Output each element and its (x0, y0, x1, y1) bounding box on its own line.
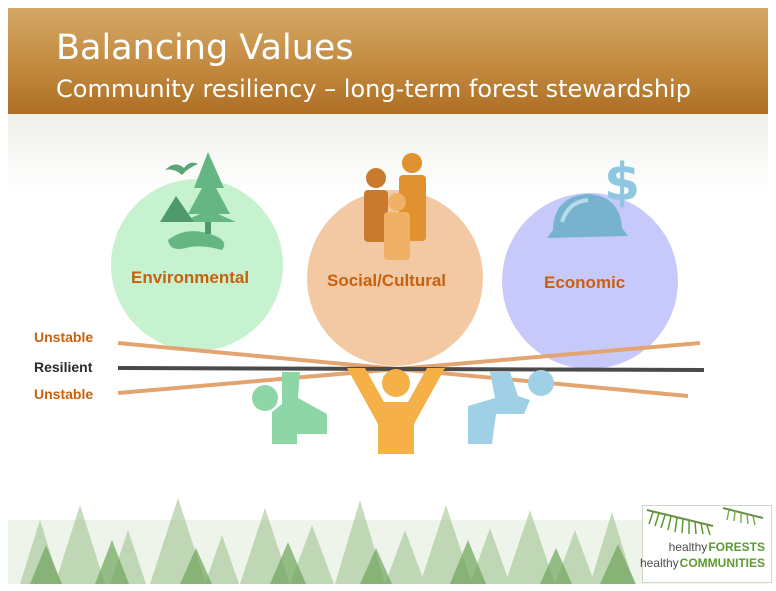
resilient-line (117, 366, 705, 372)
resilient-label: Resilient (34, 359, 93, 375)
economic-label: Economic (544, 273, 626, 292)
logo-text-line1: healthy FORESTS (668, 540, 765, 554)
healthy-forests-logo: healthy FORESTS healthy COMMUNITIES (639, 505, 772, 583)
unstable-label-top: Unstable (34, 329, 94, 345)
forest-haze-background (8, 114, 768, 194)
forest-treeline-background (8, 498, 768, 584)
environmental-label: Environmental (131, 268, 250, 287)
slide-title: Balancing Values (56, 28, 354, 68)
tree-landscape-icon (160, 152, 236, 250)
people-group-icon (364, 153, 426, 260)
unstable-label-bottom: Unstable (34, 386, 94, 402)
social-cultural-label: Social/Cultural (327, 271, 447, 290)
dollar-hardhat-icon: $ (547, 153, 640, 238)
pine-branch-icon (646, 507, 764, 536)
logo-text-line2: healthy COMMUNITIES (639, 556, 765, 570)
green-figure-icon (252, 372, 327, 444)
title-banner: Balancing Values Community resiliency – … (8, 8, 768, 114)
slide-subtitle: Community resiliency – long-term forest … (56, 75, 691, 103)
blue-figure-icon (468, 370, 554, 444)
orange-figure-icon (347, 368, 445, 454)
